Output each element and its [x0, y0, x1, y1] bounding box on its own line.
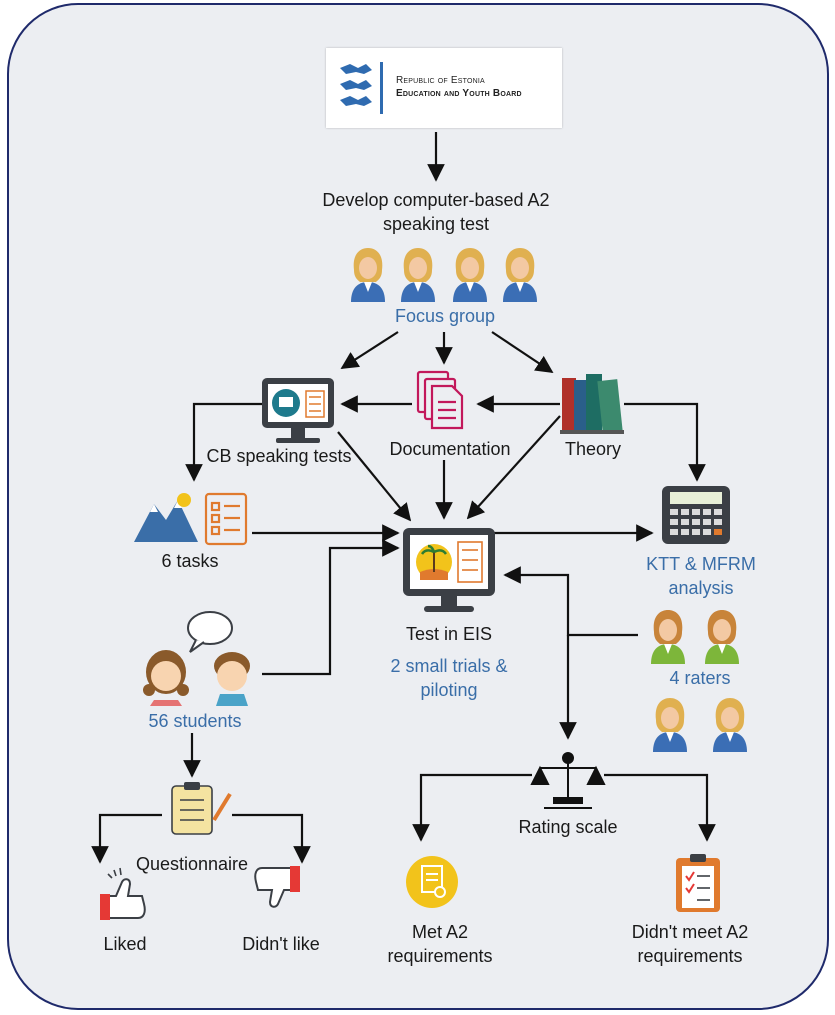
met-a2-line-1: Met A2 [411, 922, 469, 942]
logo-line-1: Republic of Estonia [396, 75, 485, 86]
ktt-mfrm-label: KTT & MFRM analysis [626, 552, 776, 600]
cb-monitor-icon [262, 378, 334, 443]
eis-monitor-icon [403, 528, 495, 612]
arrow-focus-to-theory [491, 331, 554, 373]
trials-label: 2 small trials & piloting [364, 654, 534, 702]
didnt-like-label: Didn't like [242, 934, 320, 954]
arrow-theory-to-test [466, 415, 561, 520]
met-a2-line-2: requirements [387, 946, 493, 966]
didnt-meet-a2-label: Didn't meet A2 requirements [612, 920, 768, 968]
documentation-label: Documentation [389, 439, 511, 459]
arrow-scale-to-met [412, 773, 532, 842]
theory-books-icon [560, 374, 624, 434]
met-a2-badge-icon [406, 856, 458, 908]
arrow-raters-to-test [503, 566, 638, 637]
test-in-eis-label: Test in EIS [405, 624, 493, 644]
develop-label-line-1: Develop computer-based A2 [322, 190, 550, 210]
met-a2-label: Met A2 requirements [370, 920, 510, 968]
arrow-focus-to-cb [340, 331, 399, 369]
estonia-logo: Republic of Estonia Education and Youth … [326, 48, 562, 128]
speech-bubble-icon [187, 611, 233, 653]
develop-label: Develop computer-based A2 speaking test [300, 188, 572, 236]
logo-line-2: Education and Youth Board [396, 88, 522, 99]
arrow-cb-to-tasks [185, 402, 262, 482]
raters-label: 4 raters [669, 668, 731, 688]
questionnaire-icon [171, 782, 232, 835]
arrows [91, 132, 716, 864]
didnt-meet-a2-line-2: requirements [637, 946, 743, 966]
liked-label: Liked [103, 934, 147, 954]
arrow-questionnaire-to-didnt-like [232, 813, 311, 864]
lions-emblem-icon [340, 62, 383, 114]
didnt-meet-clipboard-icon [676, 854, 720, 912]
ktt-mfrm-line-2: analysis [668, 578, 734, 598]
ktt-mfrm-line-1: KTT & MFRM [646, 554, 756, 574]
develop-label-line-2: speaking test [382, 214, 490, 234]
arrow-students-to-test [262, 539, 400, 676]
thumbs-down-icon [254, 866, 300, 908]
trials-line-1: 2 small trials & [390, 656, 508, 676]
students-icon [143, 650, 250, 706]
six-tasks-label: 6 tasks [161, 551, 219, 571]
rating-scale-label: Rating scale [518, 817, 618, 837]
students-label: 56 students [148, 711, 242, 731]
mountains-icon [134, 493, 198, 542]
trials-line-2: piloting [420, 680, 478, 700]
arrow-theory-to-ktt [624, 402, 706, 482]
cb-speaking-tests-label: CB speaking tests [206, 446, 352, 466]
rating-scale-icon [530, 752, 606, 809]
arrow-cb-to-test [337, 431, 412, 522]
didnt-meet-a2-line-1: Didn't meet A2 [631, 922, 749, 942]
questionnaire-label: Questionnaire [135, 854, 249, 874]
logo-text: Republic of Estonia Education and Youth … [396, 74, 522, 100]
panel-background [7, 3, 829, 1010]
task-list-icon [204, 492, 248, 546]
calculator-icon [662, 486, 730, 544]
documentation-icon [416, 370, 464, 430]
theory-label: Theory [564, 439, 622, 459]
thumbs-up-icon [100, 867, 146, 920]
arrow-questionnaire-to-liked [91, 813, 162, 864]
arrow-scale-to-didnt-meet [604, 773, 716, 842]
focus-group-label: Focus group [394, 306, 496, 326]
